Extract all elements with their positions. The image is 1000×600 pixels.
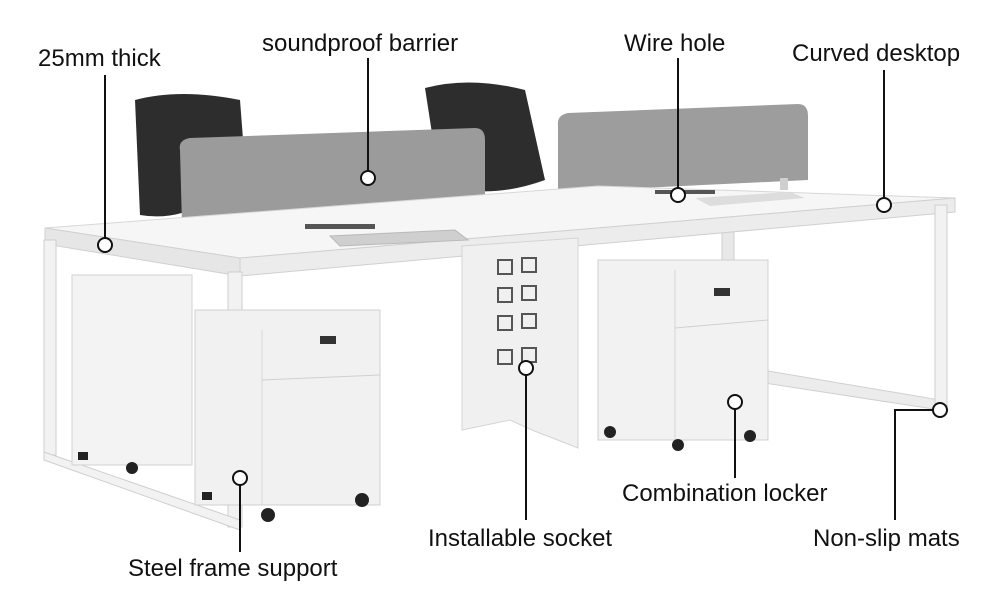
callout-markers [97, 170, 948, 486]
callout-locker: Combination locker [622, 480, 828, 507]
right-pedestal [597, 259, 769, 451]
callout-wire-hole: Wire hole [624, 30, 726, 57]
marker-mats [932, 402, 948, 418]
marker-wire-hole [670, 187, 686, 203]
marker-barrier [360, 170, 376, 186]
desktop-surface [44, 185, 956, 277]
callout-socket: Installable socket [428, 525, 613, 552]
marker-steel-frame [232, 470, 248, 486]
right-frame [934, 204, 948, 411]
callout-mats: Non-slip mats [813, 525, 960, 552]
marker-curved-desktop [876, 197, 892, 213]
marker-socket [518, 360, 534, 376]
marker-locker [727, 394, 743, 410]
marker-thickness [97, 237, 113, 253]
callout-steel-frame: Steel frame support [128, 555, 338, 582]
cable-spine [461, 237, 579, 449]
callout-lines [104, 58, 940, 552]
callout-thickness: 25mm thick [38, 45, 161, 72]
callout-barrier: soundproof barrier [262, 30, 459, 57]
callout-curved-desktop: Curved desktop [792, 40, 961, 67]
left-pedestals [71, 274, 381, 522]
